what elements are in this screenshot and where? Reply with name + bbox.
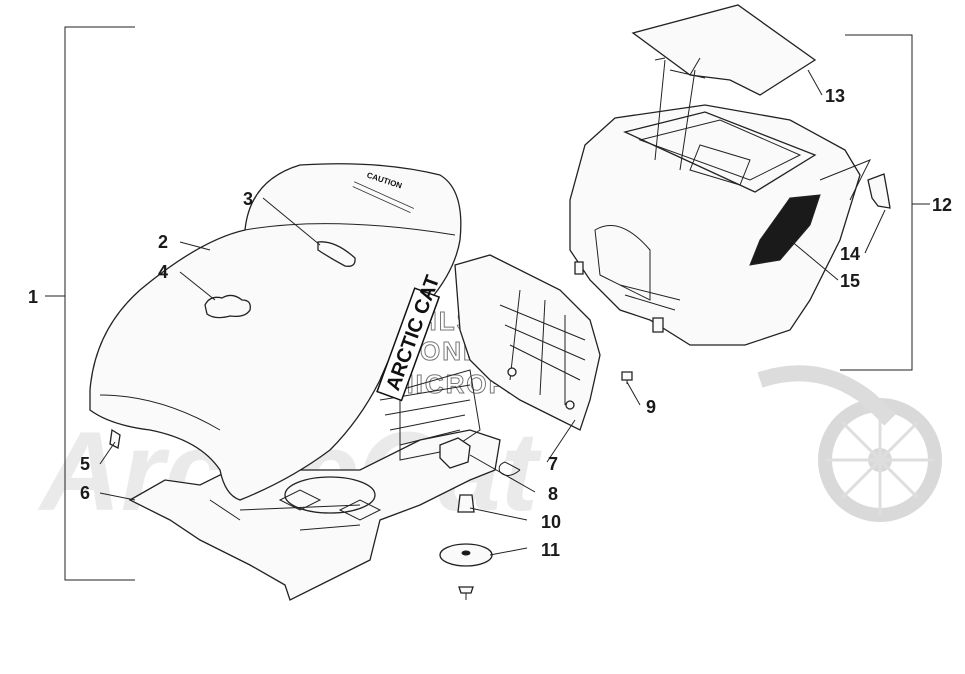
- seat-hinge-clip: [109, 428, 121, 449]
- underseat-frame: [399, 369, 481, 461]
- storage-lid: [631, 4, 817, 171]
- callout-13: 13: [825, 86, 845, 106]
- leader-3: [262, 197, 321, 246]
- leader-9: [626, 381, 641, 406]
- rear-side-panel-grid: [499, 289, 586, 405]
- watermark-fork: [757, 365, 896, 426]
- panel-fastener-hole-2: [565, 400, 575, 410]
- bumper-10: [457, 494, 475, 513]
- seat-foam-pad: [204, 294, 251, 319]
- leader-10: [469, 507, 528, 521]
- callout-3: 3: [243, 189, 253, 209]
- storage-lid-drop-lines: [654, 59, 696, 171]
- callout-15: 15: [840, 271, 860, 291]
- callout-5: 5: [80, 454, 90, 474]
- storage-box: [569, 104, 872, 346]
- bracket-seat-assembly: [64, 26, 135, 581]
- callout-14: 14: [840, 244, 860, 264]
- leader-7: [546, 419, 576, 463]
- washer-11-hole: [461, 550, 471, 556]
- leader-5: [99, 441, 116, 465]
- panel-fastener-hole-1: [507, 367, 517, 377]
- storage-box-vents: [619, 284, 681, 311]
- leader-2: [179, 241, 211, 251]
- seat-caution-fineprint-1: [354, 181, 415, 209]
- leader-13: [807, 69, 823, 96]
- storage-box-decal: [749, 194, 821, 266]
- screw-11: [458, 586, 474, 594]
- storage-lid-hinge-lines: [654, 57, 706, 79]
- storage-box-inner-wall: [689, 144, 751, 186]
- callout-7: 7: [548, 454, 558, 474]
- seat-caution-fineprint-2: [352, 186, 411, 214]
- callout-6: 6: [80, 483, 90, 503]
- storage-box-decal-outline: [819, 159, 872, 201]
- callout-8: 8: [548, 484, 558, 504]
- leader-8: [469, 454, 536, 493]
- seat-base-ribs: [209, 499, 361, 531]
- seat-handle-recess: [317, 241, 356, 267]
- storage-box-tab-left: [574, 261, 584, 275]
- seat-cushion-seam: [244, 223, 456, 236]
- callout-9: 9: [646, 397, 656, 417]
- lock-latch: [867, 173, 891, 209]
- seat-base-pockets: [278, 489, 382, 521]
- leader-11: [489, 547, 528, 556]
- seat-cushion-edge: [99, 394, 221, 431]
- callout-10: 10: [541, 512, 561, 532]
- seat-latch-body: [439, 437, 471, 469]
- storage-lid-panel: [631, 4, 817, 96]
- callout-2: 2: [158, 232, 168, 252]
- seat-brand-logo-plate: [376, 287, 441, 402]
- seat-cushion: CAUTION ARCTIC CAT: [89, 163, 462, 501]
- storage-box-arch: [594, 225, 651, 301]
- rear-side-panel: [379, 254, 601, 461]
- leader-lines: [99, 69, 886, 556]
- rear-side-panel-shape: [454, 254, 601, 431]
- underseat-slots: [379, 384, 471, 446]
- callout-12: 12: [932, 195, 952, 215]
- leader-14: [864, 209, 886, 254]
- assembly-brackets: [45, 26, 930, 581]
- leader-6: [99, 492, 136, 501]
- storage-box-tab-right: [652, 317, 664, 333]
- callout-1: 1: [28, 287, 38, 307]
- leader-15: [789, 239, 839, 281]
- bolt-9: [621, 371, 633, 381]
- leader-4: [179, 271, 216, 301]
- seat-latch-hardware: [439, 371, 633, 600]
- bracket-storage-assembly: [840, 34, 913, 371]
- seat-cushion-shape: [89, 163, 462, 501]
- storage-box-inner-rim: [638, 119, 802, 181]
- callout-11: 11: [541, 540, 560, 560]
- callout-numbers: 1 2 3 4 5 6 7 8 9 10 11 12 13 14 15: [28, 86, 952, 560]
- lock-latch-clip: [867, 173, 891, 209]
- watermark-wheel-spokes: [825, 405, 935, 515]
- callout-4: 4: [158, 262, 168, 282]
